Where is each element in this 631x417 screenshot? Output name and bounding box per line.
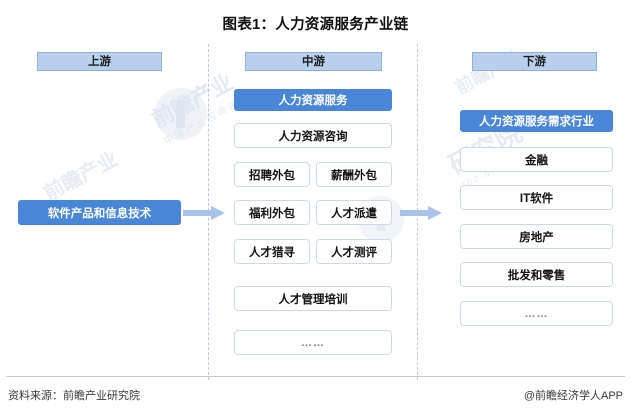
node-midstream-talent-dispatch: 人才派遣 — [316, 200, 392, 225]
watermark-brand-text: 前瞻产业 — [147, 69, 238, 133]
node-midstream-benefits-outsourcing: 福利外包 — [234, 200, 310, 225]
arrow-upstream-to-midstream — [183, 206, 225, 220]
node-downstream-it-software: IT软件 — [460, 185, 613, 210]
watermark-brand-left: 前瞻产业 — [40, 148, 122, 206]
node-downstream-more: …… — [460, 301, 613, 326]
node-downstream-real-estate: 房地产 — [460, 224, 613, 249]
arrow-midstream-to-downstream — [400, 206, 442, 220]
node-midstream-recruitment-outsourcing: 招聘外包 — [234, 162, 310, 187]
node-midstream-talent-management-training: 人才管理培训 — [234, 286, 392, 311]
watermark-logo-icon — [155, 88, 207, 140]
footer-divider — [6, 376, 625, 377]
page-title: 图表1：人力资源服务产业链 — [222, 17, 409, 33]
node-midstream-payroll-outsourcing: 薪酬外包 — [316, 162, 392, 187]
column-header-downstream: 下游 — [472, 52, 597, 71]
node-midstream-hr-service: 人力资源服务 — [234, 89, 392, 111]
node-midstream-talent-assessment: 人才测评 — [316, 239, 392, 264]
node-downstream-wholesale-retail: 批发和零售 — [460, 262, 613, 287]
column-header-midstream: 中游 — [245, 52, 382, 71]
node-midstream-headhunting: 人才猎寻 — [234, 239, 310, 264]
node-downstream-finance: 金融 — [460, 147, 613, 172]
node-midstream-hr-consulting: 人力资源咨询 — [234, 123, 392, 148]
node-midstream-more: …… — [234, 330, 392, 355]
node-upstream-software-it: 软件产品和信息技术 — [18, 200, 181, 225]
node-downstream-demand-industries: 人力资源服务需求行业 — [460, 110, 613, 132]
footer-credit: @前瞻经济学人APP — [523, 390, 623, 402]
footer-source: 资料来源：前瞻产业研究院 — [8, 390, 140, 402]
column-header-upstream: 上游 — [37, 52, 162, 71]
